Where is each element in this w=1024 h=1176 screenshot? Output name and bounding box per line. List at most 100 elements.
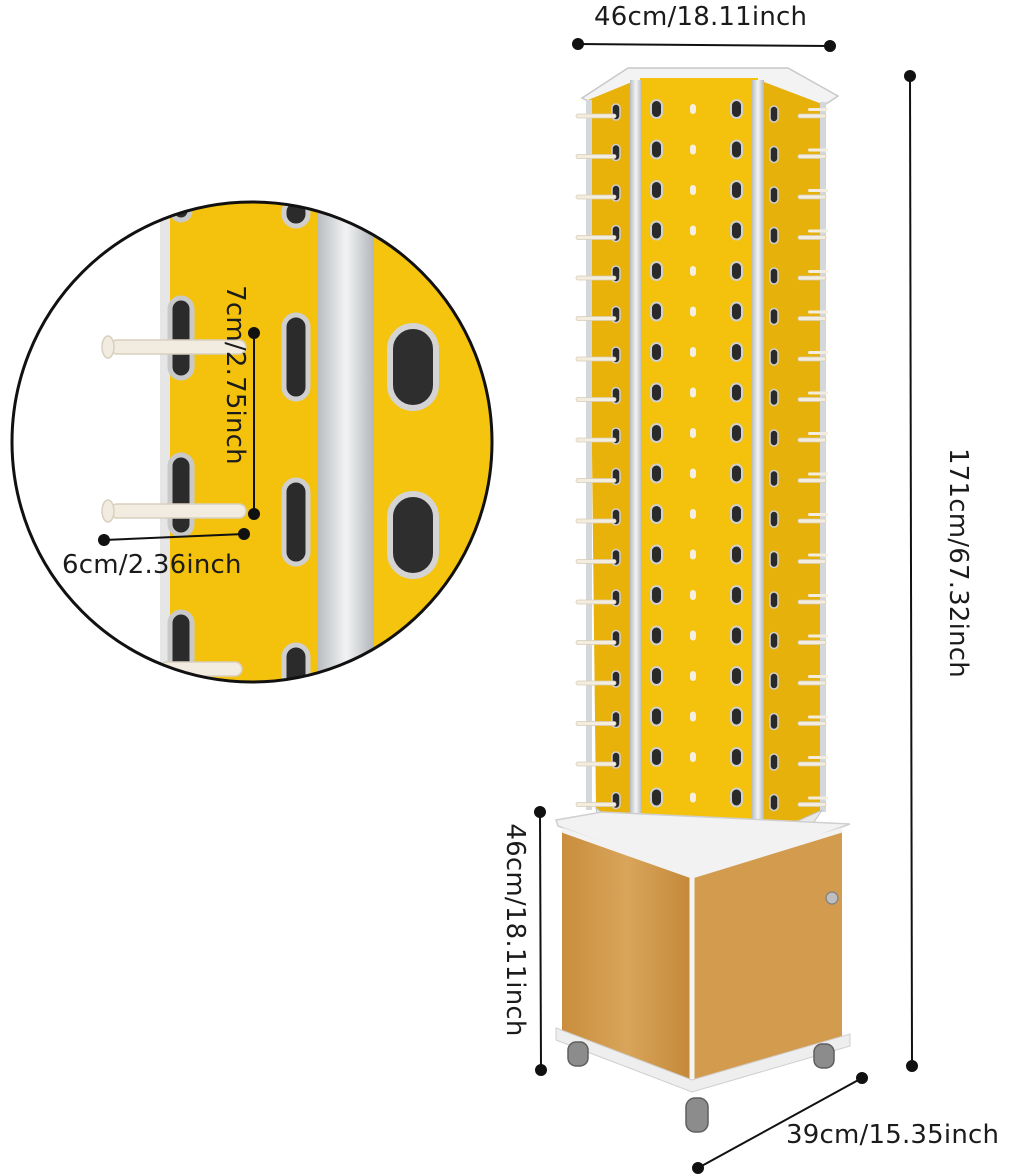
tower-slot [769, 348, 779, 366]
tower-peg [808, 796, 828, 800]
tower-left-face [588, 82, 632, 836]
tower-peg [808, 472, 828, 476]
tower-peg [797, 721, 827, 726]
tower-peg [575, 680, 617, 686]
tower-peg [808, 189, 828, 192]
tower-peg [797, 437, 827, 443]
zoom-dimension-lines [98, 327, 260, 546]
tower-peg [575, 316, 617, 321]
tower-slot [730, 423, 743, 443]
tower-peg [797, 316, 827, 321]
tower-slot [730, 666, 743, 686]
zoom-slots-middle [281, 202, 311, 682]
tower-peg [575, 761, 617, 767]
zoom-aluminum-trim [318, 202, 374, 682]
tower-trim-left [630, 80, 642, 838]
tower-peg [808, 675, 828, 678]
tower-peg [808, 513, 828, 516]
caster-wheels [567, 1041, 835, 1133]
tower-slot [650, 261, 663, 281]
tower-peg [690, 266, 696, 276]
tower-peg [797, 680, 827, 686]
tower-peg [575, 802, 617, 807]
tower-peg [808, 310, 828, 314]
outer-dimension-lines [534, 38, 918, 1174]
tower-peg [575, 194, 617, 200]
tower-peg [690, 630, 696, 641]
tower-peg [690, 671, 696, 681]
tower-slot [769, 631, 779, 650]
tower-peg [690, 549, 696, 560]
tower-slot [769, 105, 779, 123]
peg-spacing-label: 7cm/2.75inch [220, 285, 250, 465]
tower-peg [690, 347, 696, 357]
tower-pegs [575, 104, 828, 807]
tower-slot [730, 382, 743, 403]
tower-peg [797, 761, 827, 767]
tower-peg [575, 478, 617, 483]
tower-slot [730, 99, 743, 119]
tower-slots [611, 99, 779, 812]
tower-slot [769, 186, 779, 204]
tower-peg [690, 752, 696, 762]
tower-peg [690, 590, 696, 600]
tower-slot [769, 388, 779, 407]
tower-slot [769, 510, 779, 528]
tower-slot [650, 423, 663, 443]
tower-peg [575, 721, 617, 726]
tower-slot [730, 625, 743, 646]
tower-peg [797, 235, 827, 240]
tower-slot [769, 550, 779, 569]
tower-slot [769, 226, 779, 245]
tower-peg [690, 225, 696, 236]
tower-peg [808, 756, 828, 759]
tower-peg [808, 715, 828, 719]
top-width-label: 46cm/18.11inch [594, 2, 808, 32]
tower-peg [808, 351, 828, 354]
tower-peg [797, 599, 827, 605]
tower-slot [769, 591, 779, 609]
tower-peg [690, 509, 696, 519]
tower-peg [797, 478, 827, 483]
tower-slot [730, 301, 743, 322]
cabinet-height-label: 46cm/18.11inch [500, 823, 530, 1037]
tower-slot [730, 504, 743, 524]
tower-slot [769, 429, 779, 447]
tower-slot [730, 585, 743, 605]
peg-length-label: 6cm/2.36inch [62, 550, 242, 580]
tower-peg [690, 792, 696, 803]
tower-peg [690, 144, 696, 155]
tower-slot [730, 220, 743, 241]
tower-peg [690, 711, 696, 722]
zoom-panel-left [160, 202, 320, 682]
tower-peg [797, 356, 827, 362]
cabinet-left-side [562, 830, 692, 1082]
tower-slot [769, 267, 779, 285]
tower-slot [769, 753, 779, 771]
tower-slot [650, 625, 663, 646]
tower-peg [797, 194, 827, 200]
tower-slot [650, 382, 663, 403]
tower-peg [575, 235, 617, 240]
tower-peg [575, 113, 617, 119]
tower-peg [797, 397, 827, 402]
zoom-detail-circle [10, 200, 494, 684]
tower-peg [575, 559, 617, 564]
tower-slot [730, 463, 743, 484]
tower-peg [690, 104, 696, 114]
tower-peg [575, 640, 617, 645]
tower-peg [808, 108, 828, 111]
tower-peg [690, 306, 696, 317]
tower-slot [650, 666, 663, 686]
tower-peg [575, 275, 617, 281]
cabinet-door [692, 830, 842, 1082]
tower-slot [730, 747, 743, 767]
tower-peg [575, 356, 617, 362]
tower-slot [650, 747, 663, 767]
tower-slot [650, 301, 663, 322]
tower-peg [797, 518, 827, 524]
zoom-slots-right [387, 323, 439, 579]
tower-peg [797, 154, 827, 159]
tower-peg [797, 275, 827, 281]
